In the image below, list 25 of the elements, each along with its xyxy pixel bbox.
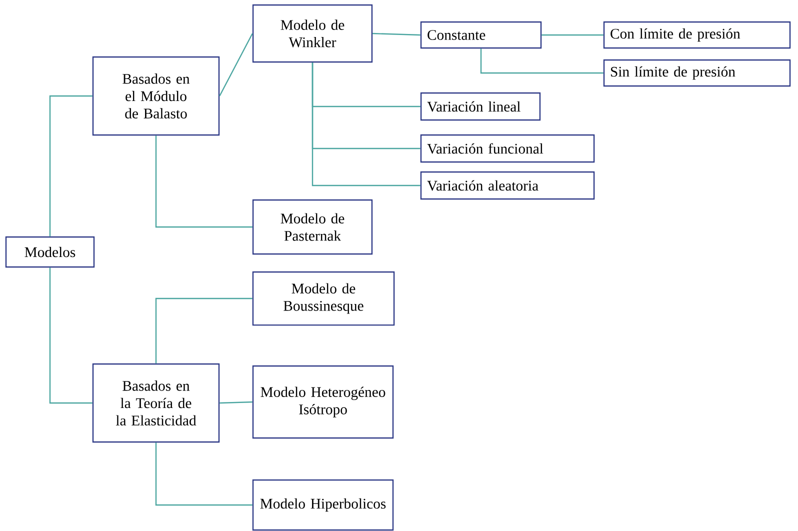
text-box: Basados en la Teoría de la Elasticidad [92,363,220,443]
text-box: Con límite de presión [603,21,791,49]
connector-line [49,95,92,236]
text-box: Modelos [5,236,95,268]
connector-line [372,32,420,36]
text-box: Modelo de Boussinesque [252,271,395,326]
connector-line [155,442,252,506]
text-box: Basados en el Módulo de Balasto [92,56,220,136]
text-box: Modelo Hiperbolicos [252,479,394,531]
text-box: Variación funcional [420,134,595,163]
connector-line [312,62,420,186]
text-box: Modelo Heterogéneo Isótropo [252,365,394,439]
connector-line [220,401,252,404]
connector-line [155,298,252,364]
text-box: Sin límite de presión [603,59,791,87]
connector-line [219,33,253,96]
text-box: Variación aleatoria [420,171,595,200]
text-box: Modelo de Pasternak [252,199,373,255]
connector-line [480,48,604,74]
connector-line [542,34,604,36]
connector-line [155,136,252,228]
text-box: Variación lineal [420,92,541,121]
connector-line [49,268,92,404]
text-box: Constante [420,21,542,49]
text-box: Modelo de Winkler [252,4,373,63]
